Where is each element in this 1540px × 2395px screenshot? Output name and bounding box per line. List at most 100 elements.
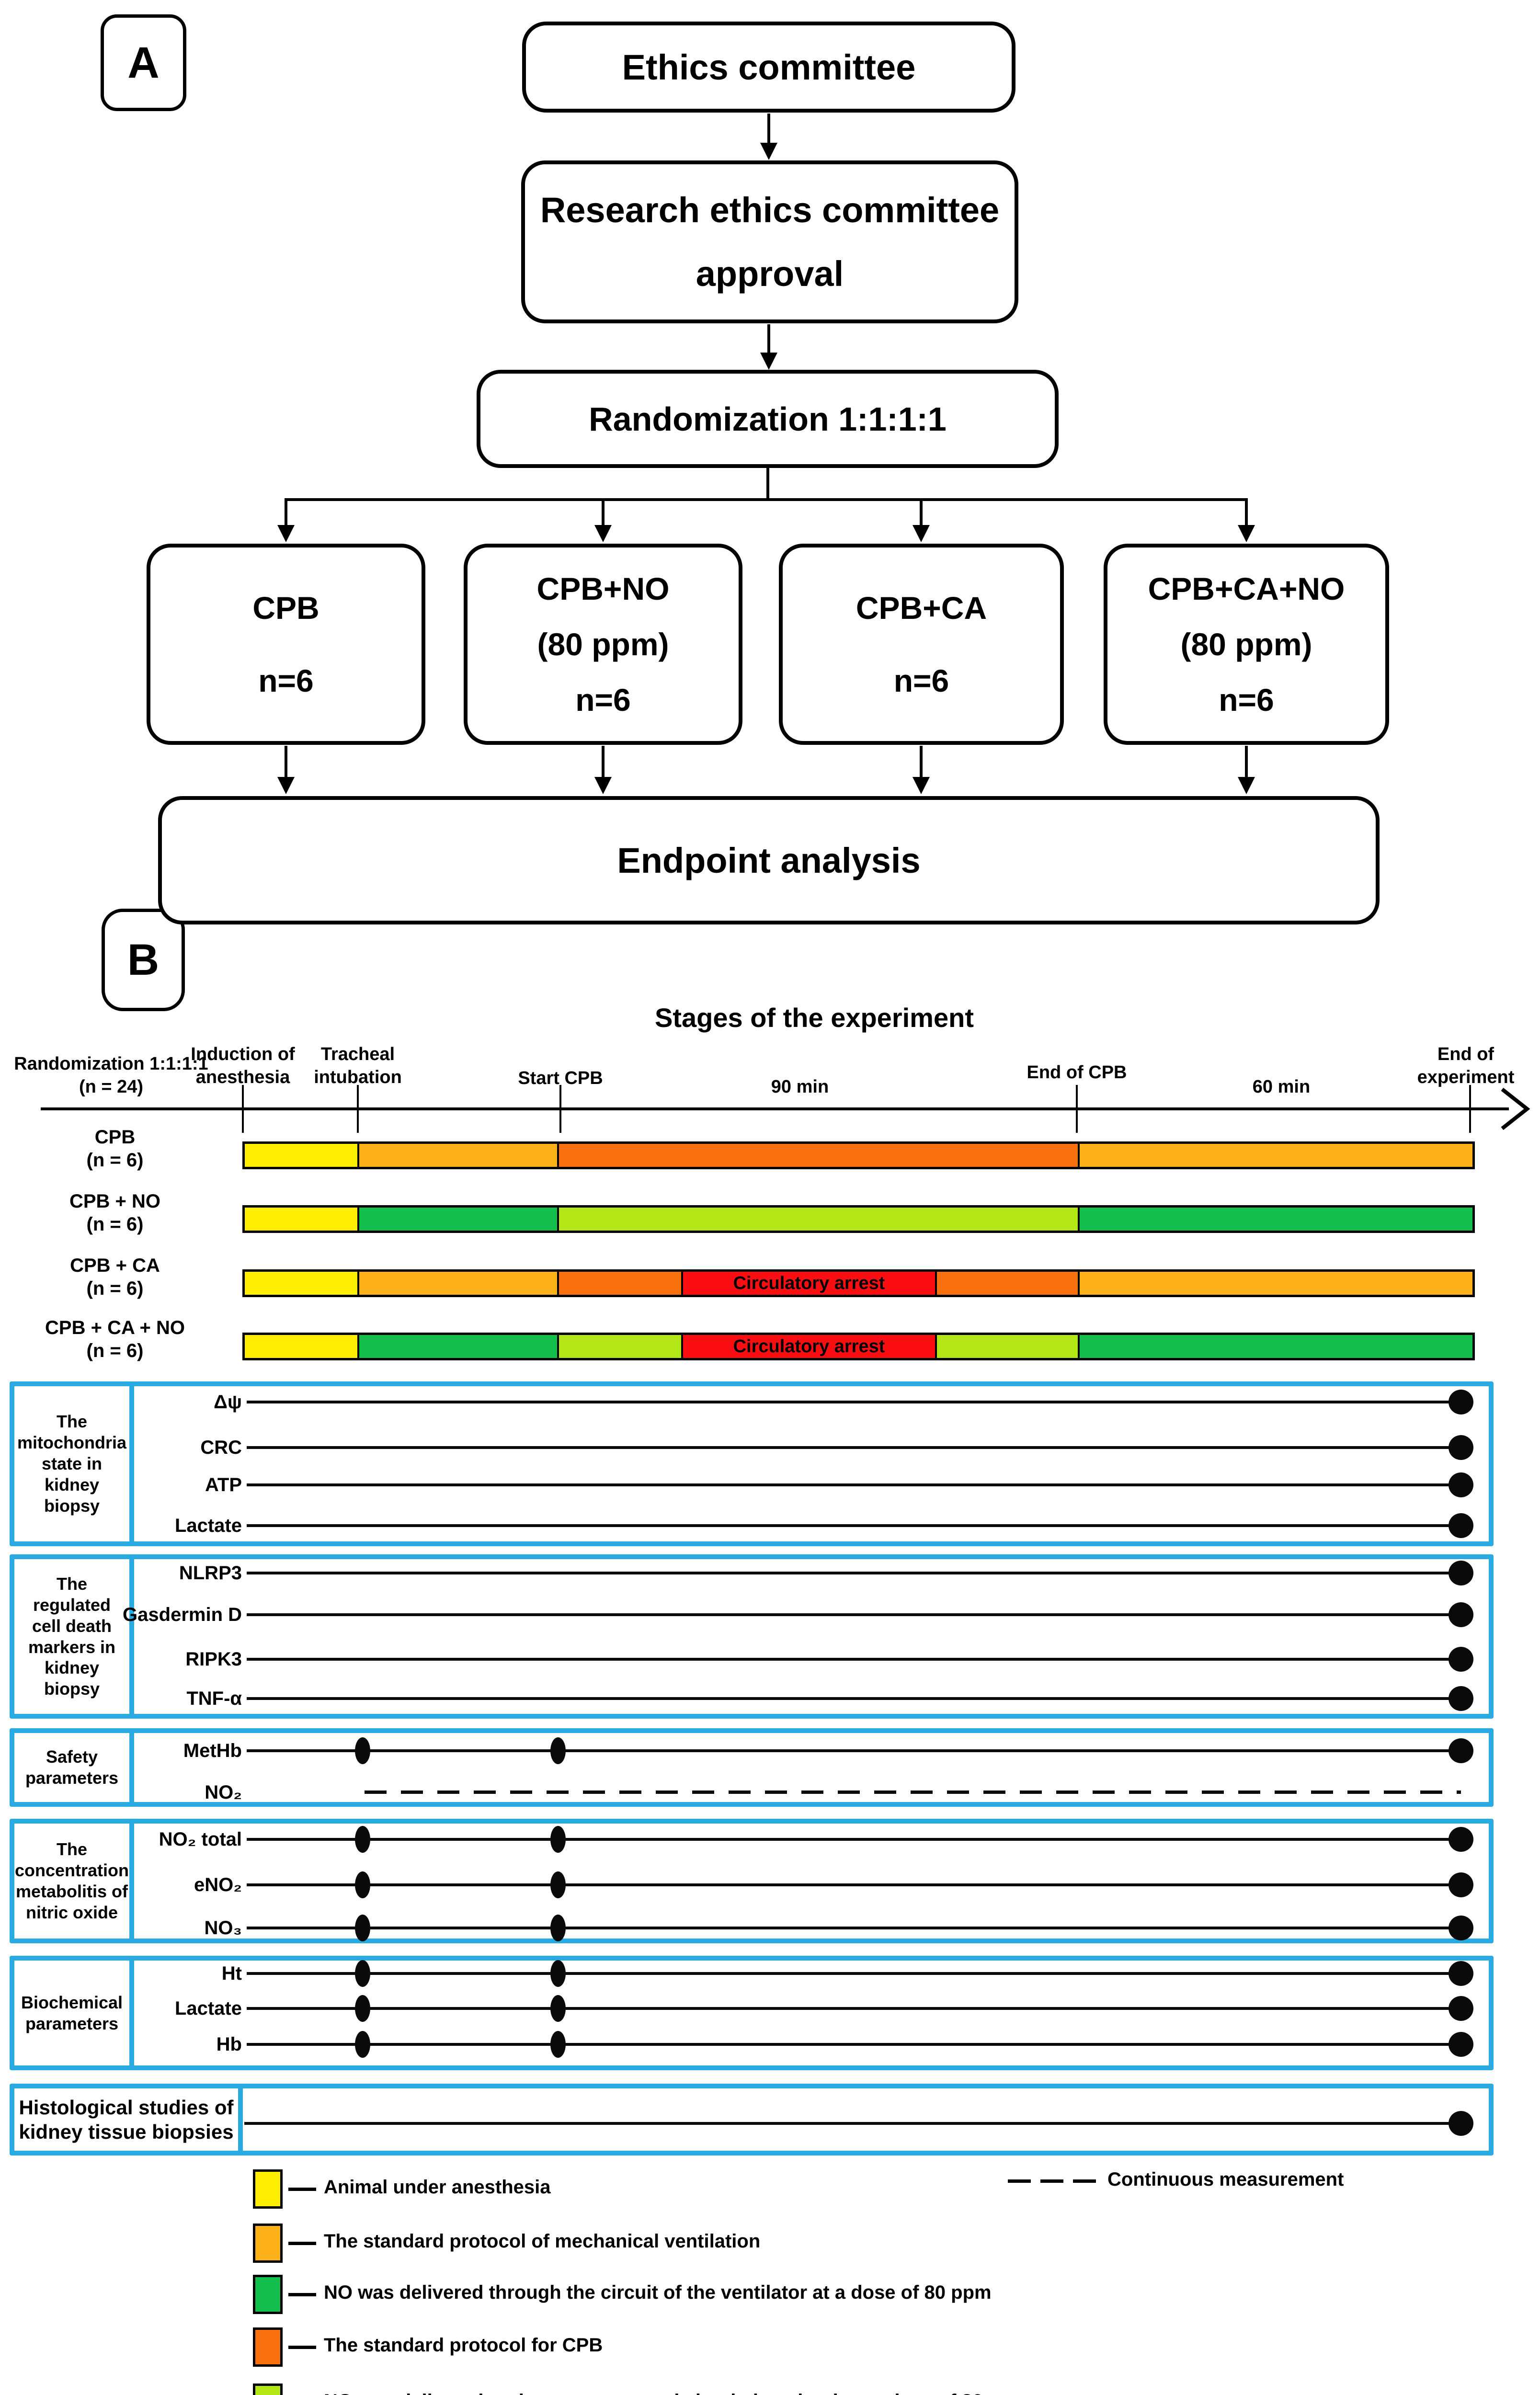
measurement-group-box [10, 1554, 1494, 1719]
stage-label-line: experiment [1417, 1067, 1515, 1087]
measurement-dot [550, 1960, 566, 1987]
timeline-tick [242, 1085, 244, 1133]
flow-arrow-line [920, 746, 923, 777]
measurement-end-dot [1449, 1961, 1473, 1986]
bar-segment-green [357, 1208, 557, 1231]
flow-box-line: n=6 [1219, 682, 1274, 718]
bar-segment-green [1078, 1208, 1472, 1231]
group-label-line: kidney tissue biopsies [19, 2121, 234, 2143]
legend-dash [288, 2188, 316, 2191]
flow-box-line: Ethics committee [622, 47, 916, 87]
measurement-end-dot [1449, 2111, 1473, 2136]
bar-segment-amber [1078, 1144, 1472, 1167]
row-label: RIPK3 [185, 1648, 242, 1670]
timeline-stage-label: Start CPB [455, 1067, 666, 1090]
flow-arrowhead-icon [594, 777, 612, 794]
bar-segment-yellow [245, 1144, 357, 1167]
timeline-axis [41, 1107, 1509, 1110]
timeline-tick [559, 1085, 561, 1133]
bar-segment-amber [357, 1272, 557, 1295]
measurement-dot [550, 1737, 566, 1764]
measurement-end-dot [1449, 1561, 1473, 1585]
group-label-line: parameters [25, 2013, 119, 2033]
row-label: Δψ [214, 1391, 242, 1413]
group-label-line: The [56, 1412, 87, 1432]
flow-connector-branch [285, 498, 1248, 501]
flow-box-line: n=6 [575, 682, 631, 718]
flow-box-line: approval [696, 254, 844, 294]
measurement-line [247, 1401, 1461, 1403]
flow-box-line: CPB+NO [536, 571, 670, 606]
bar-segment-light_green [935, 1335, 1078, 1358]
legend-swatch-green [253, 2275, 283, 2314]
bar-segment-light_green [557, 1335, 681, 1358]
flow-arrowhead-icon [1238, 777, 1255, 794]
group-label-line: Biochemical [21, 1992, 123, 2012]
measurement-end-dot [1449, 1602, 1473, 1627]
row-label: NO₂ [205, 1781, 242, 1803]
panel-a-label: A [101, 14, 186, 111]
legend-label: Animal under anesthesia [324, 2177, 551, 2198]
flow-box-ethics-committee: Ethics committee [522, 22, 1015, 113]
flow-box-group-cpb-ca-no: CPB+CA+NO(80 ppm)n=6 [1104, 544, 1389, 745]
group-label-line: biopsy [44, 1495, 100, 1516]
row-label: CRC [200, 1437, 242, 1458]
measurement-end-dot [1449, 1472, 1473, 1497]
legend-dash [288, 2293, 316, 2296]
bar-segment-yellow [245, 1208, 357, 1231]
legend-swatch-light_green [253, 2384, 283, 2395]
bar-segment-dark_orange [935, 1272, 1078, 1295]
row-label: TNF-α [186, 1688, 242, 1709]
stage-label-line: Start CPB [518, 1068, 603, 1088]
measurement-line [247, 1524, 1461, 1527]
group-label-divider [129, 1381, 134, 1546]
stage-label-line: Tracheal [320, 1044, 395, 1064]
group-label-line: cell death [32, 1616, 112, 1636]
group-label-line: kidney [44, 1658, 100, 1678]
row-label: MetHb [183, 1740, 242, 1761]
bar-segment-dark_orange [557, 1272, 681, 1295]
legend-dash [288, 2346, 316, 2349]
row-label: NO₃ [204, 1917, 242, 1939]
group-label-divider [129, 1956, 134, 2070]
bar-segment-green [1078, 1335, 1472, 1358]
flow-arrowhead-icon [1238, 525, 1255, 542]
row-label: Ht [221, 1962, 242, 1984]
timeline-stage-label: 90 min [695, 1076, 905, 1099]
legend-dash [288, 2242, 316, 2245]
measurement-group-box [10, 2084, 1494, 2156]
measurement-end-dot [1449, 1996, 1473, 2021]
group-label-line: metabolitis of [15, 1882, 128, 1901]
bar-segment-red: Circulatory arrest [681, 1335, 935, 1358]
flow-arrow-line [285, 500, 287, 525]
group-label-divider [129, 1819, 134, 1943]
flow-box-line: Randomization 1:1:1:1 [589, 400, 947, 438]
bar-segment-yellow [245, 1335, 357, 1358]
measurement-line [247, 2043, 1461, 2046]
measurement-end-dot [1449, 1390, 1473, 1414]
timeline-tick [357, 1085, 359, 1133]
arm-bar [242, 1141, 1475, 1169]
measurement-end-dot [1449, 2032, 1473, 2057]
measurement-line [247, 1697, 1461, 1700]
flow-arrow-line [1245, 500, 1248, 525]
timeline-stage-label: Randomization 1:1:1:1(n = 24) [6, 1053, 217, 1098]
flow-box-randomization: Randomization 1:1:1:1 [477, 370, 1059, 468]
measurement-line [244, 2122, 1461, 2125]
group-label-line: markers in [28, 1637, 116, 1657]
measurement-group-box [10, 1381, 1494, 1546]
row-label: eNO₂ [194, 1874, 242, 1895]
measurement-dot [550, 2031, 566, 2058]
legend-label: The standard protocol of mechanical vent… [324, 2231, 761, 2252]
group-label-line: concentration [14, 1860, 129, 1881]
group-label-divider [238, 2084, 243, 2156]
flow-box-line: CPB [252, 590, 319, 626]
flow-box-endpoint-analysis: Endpoint analysis [158, 796, 1380, 924]
